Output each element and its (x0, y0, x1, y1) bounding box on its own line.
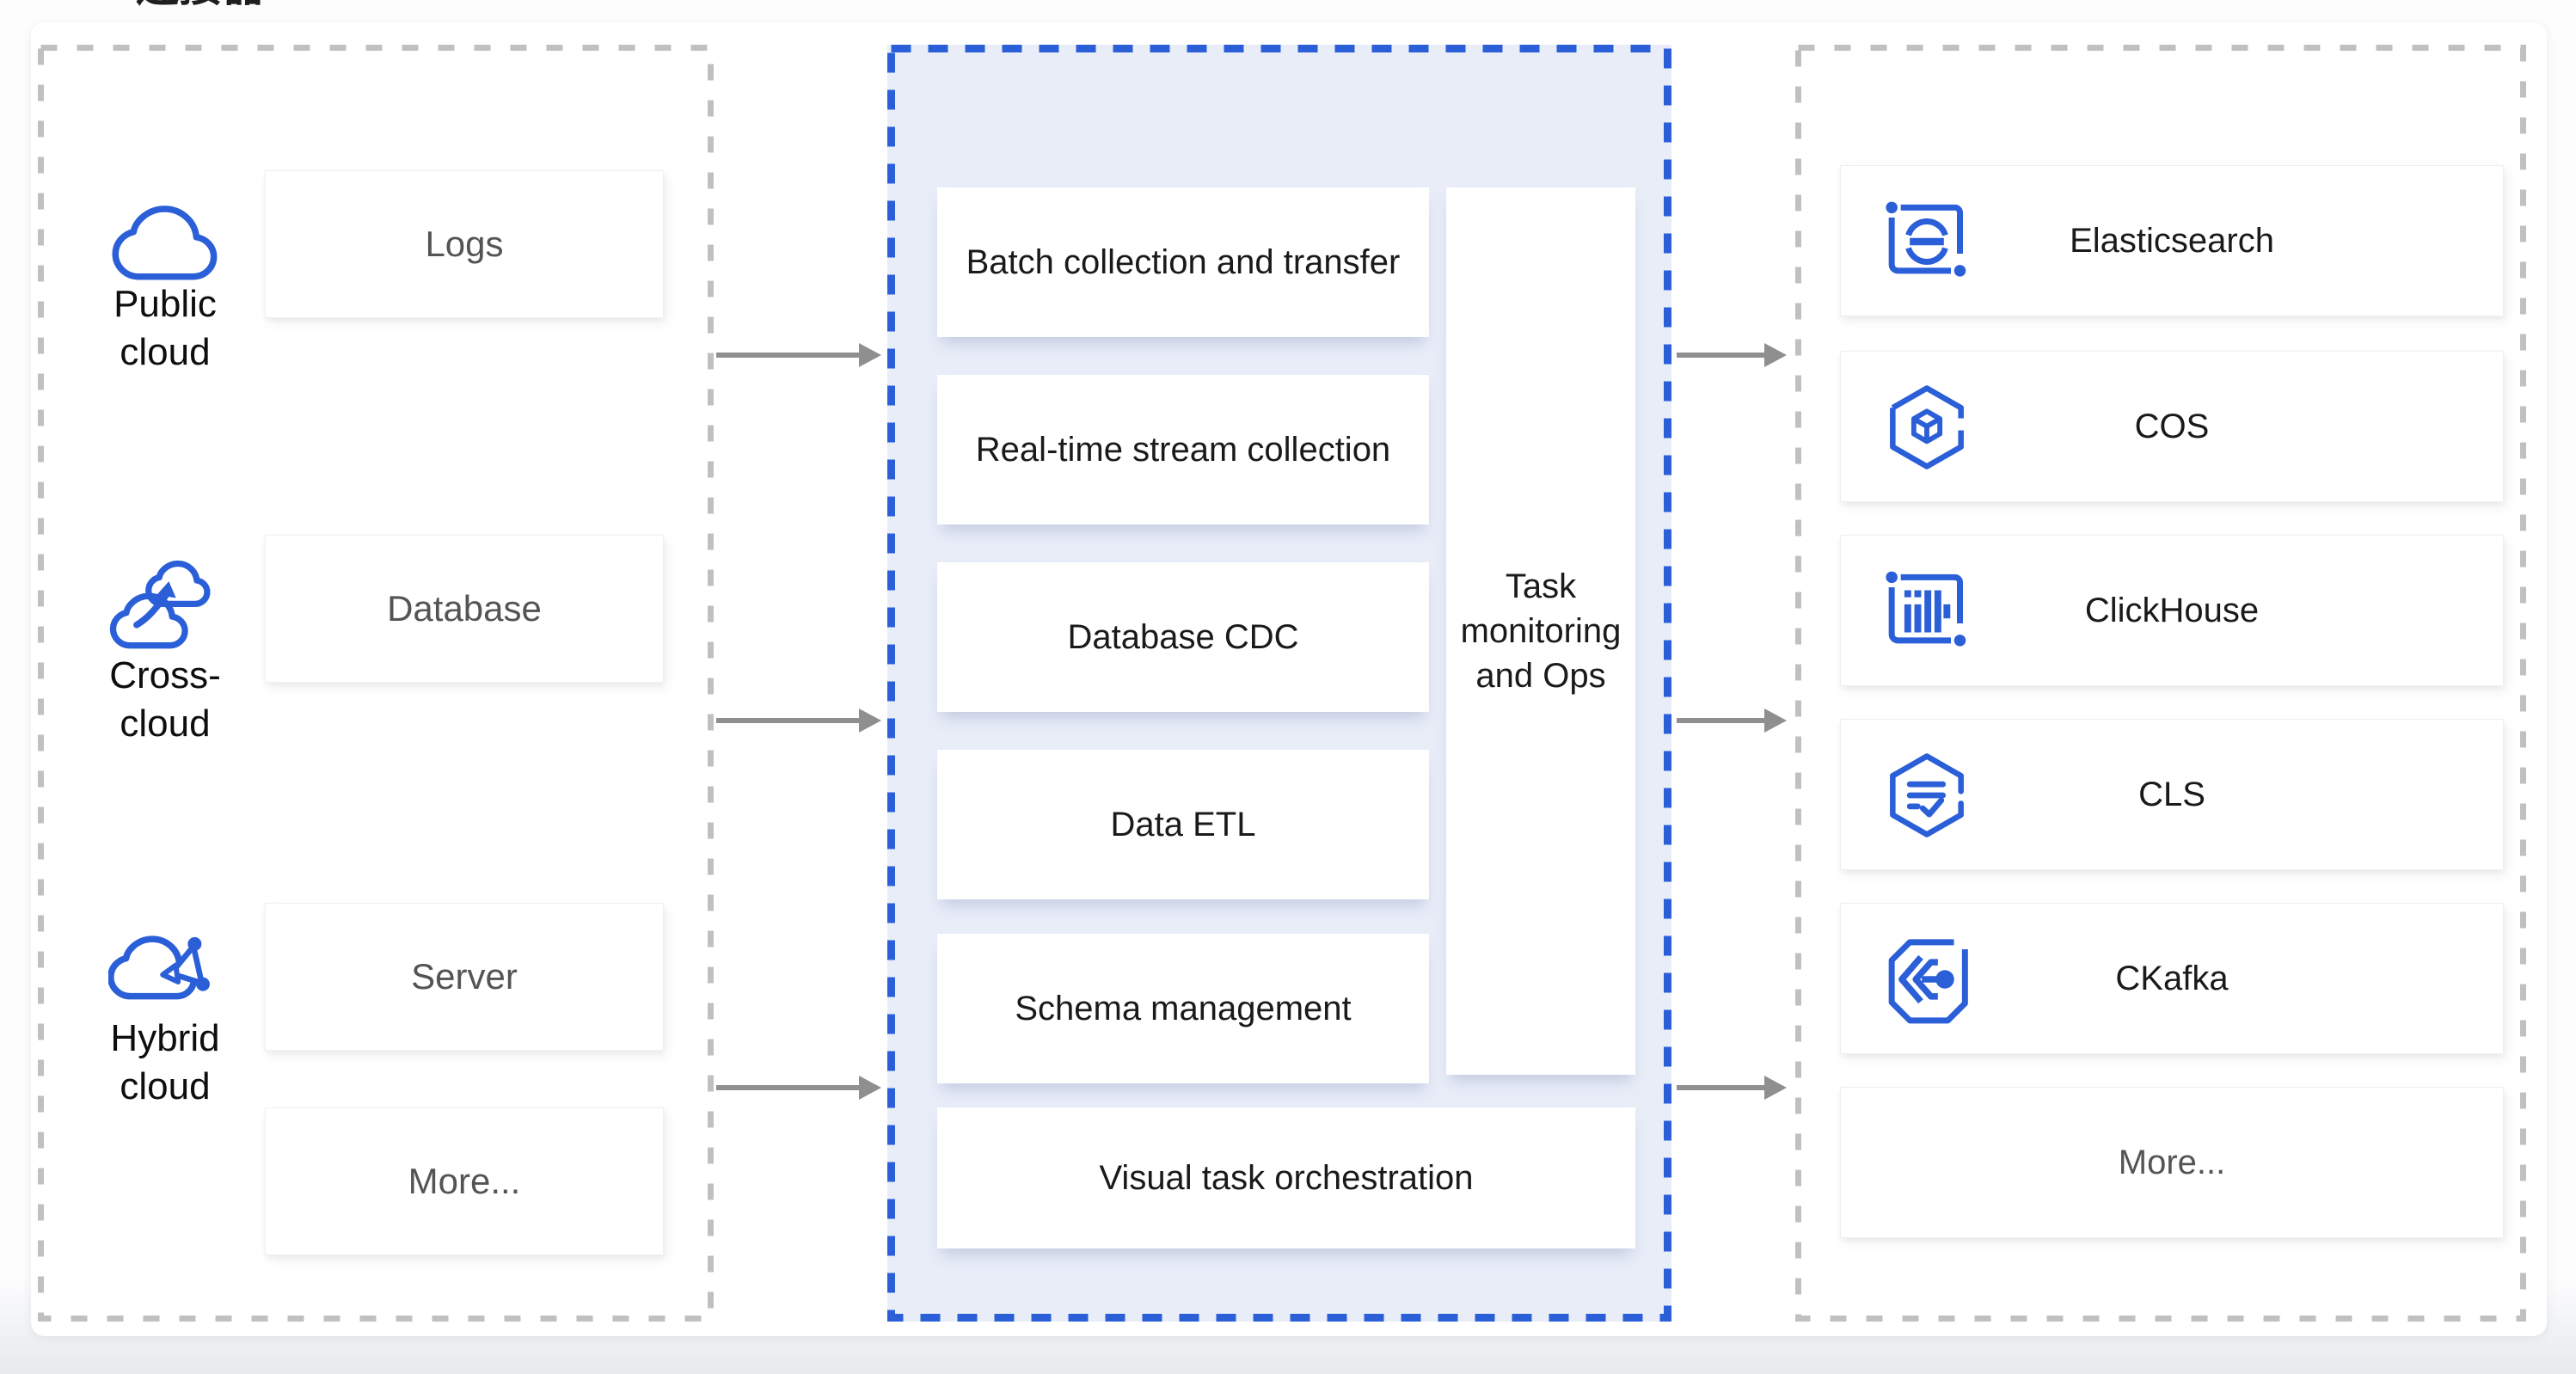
source-label-hybrid-cloud: Hybrid cloud (110, 1017, 220, 1107)
sink-label: CLS (2138, 775, 2205, 813)
sinks-panel (1795, 45, 2526, 1322)
capability-label: Schema management (1015, 989, 1352, 1027)
visual-task-orchestration-box: Visual task orchestration (937, 1107, 1635, 1248)
flow-arrow-sources-3 (716, 1076, 881, 1100)
flow-arrow-sinks-2 (1677, 708, 1787, 733)
capability-label: Batch collection and transfer (966, 242, 1401, 281)
capability-box-database-cdc: Database CDC (937, 562, 1429, 712)
source-box-label: More... (408, 1161, 521, 1201)
source-box-database: Database (265, 535, 664, 683)
cls-icon (1879, 747, 1975, 843)
source-box-label: Database (387, 588, 542, 629)
sources-panel-dashed-border (38, 45, 714, 1322)
public-cloud-icon (108, 175, 222, 289)
ckafka-icon (1879, 931, 1975, 1027)
sink-cos: COS (1840, 351, 2504, 502)
cos-icon (1879, 379, 1975, 475)
flow-arrow-sources-1 (716, 343, 881, 367)
sink-label: COS (2134, 407, 2210, 445)
flow-arrow-sinks-1 (1677, 343, 1787, 367)
sink-label: Elasticsearch (2070, 221, 2274, 260)
clickhouse-icon (1879, 563, 1975, 659)
elasticsearch-icon (1879, 193, 1975, 290)
task-monitoring-ops-box: Task monitoring and Ops (1446, 187, 1635, 1075)
sources-panel (38, 45, 714, 1322)
capability-box-realtime-stream: Real-time stream collection (937, 375, 1429, 524)
sink-label: CKafka (2115, 959, 2229, 997)
hybrid-cloud-icon (108, 910, 222, 1023)
sink-ckafka: CKafka (1840, 903, 2504, 1054)
sink-clickhouse: ClickHouse (1840, 535, 2504, 686)
source-box-server: Server (265, 903, 664, 1051)
page-title-clipped: 连接器 (136, 0, 265, 12)
sinks-panel-dashed-border (1795, 45, 2526, 1322)
sink-elasticsearch: Elasticsearch (1840, 165, 2504, 316)
capability-label: Database CDC (1067, 617, 1299, 656)
source-box-label: Logs (425, 224, 504, 264)
source-box-logs: Logs (265, 170, 664, 318)
cross-cloud-icon (108, 547, 222, 660)
sink-label: More... (2118, 1143, 2226, 1181)
pipeline-panel-dashed-border (887, 45, 1671, 1322)
capability-box-data-etl: Data ETL (937, 750, 1429, 899)
sink-cls: CLS (1840, 719, 2504, 870)
capability-label: Real-time stream collection (975, 430, 1391, 469)
source-label-public-cloud: Public cloud (113, 283, 217, 373)
capability-box-batch-collection: Batch collection and transfer (937, 187, 1429, 337)
capability-box-schema-management: Schema management (937, 934, 1429, 1083)
capability-label: Data ETL (1110, 805, 1256, 843)
source-box-more: More... (265, 1107, 664, 1255)
source-box-label: Server (411, 956, 518, 997)
sink-label: ClickHouse (2084, 591, 2260, 629)
flow-arrow-sources-2 (716, 708, 881, 733)
flow-arrow-sinks-3 (1677, 1076, 1787, 1100)
sink-more: More... (1840, 1087, 2504, 1238)
source-label-cross-cloud: Cross-cloud (109, 654, 221, 745)
capability-label: Visual task orchestration (1099, 1158, 1474, 1197)
capability-label: Task monitoring and Ops (1460, 567, 1622, 695)
